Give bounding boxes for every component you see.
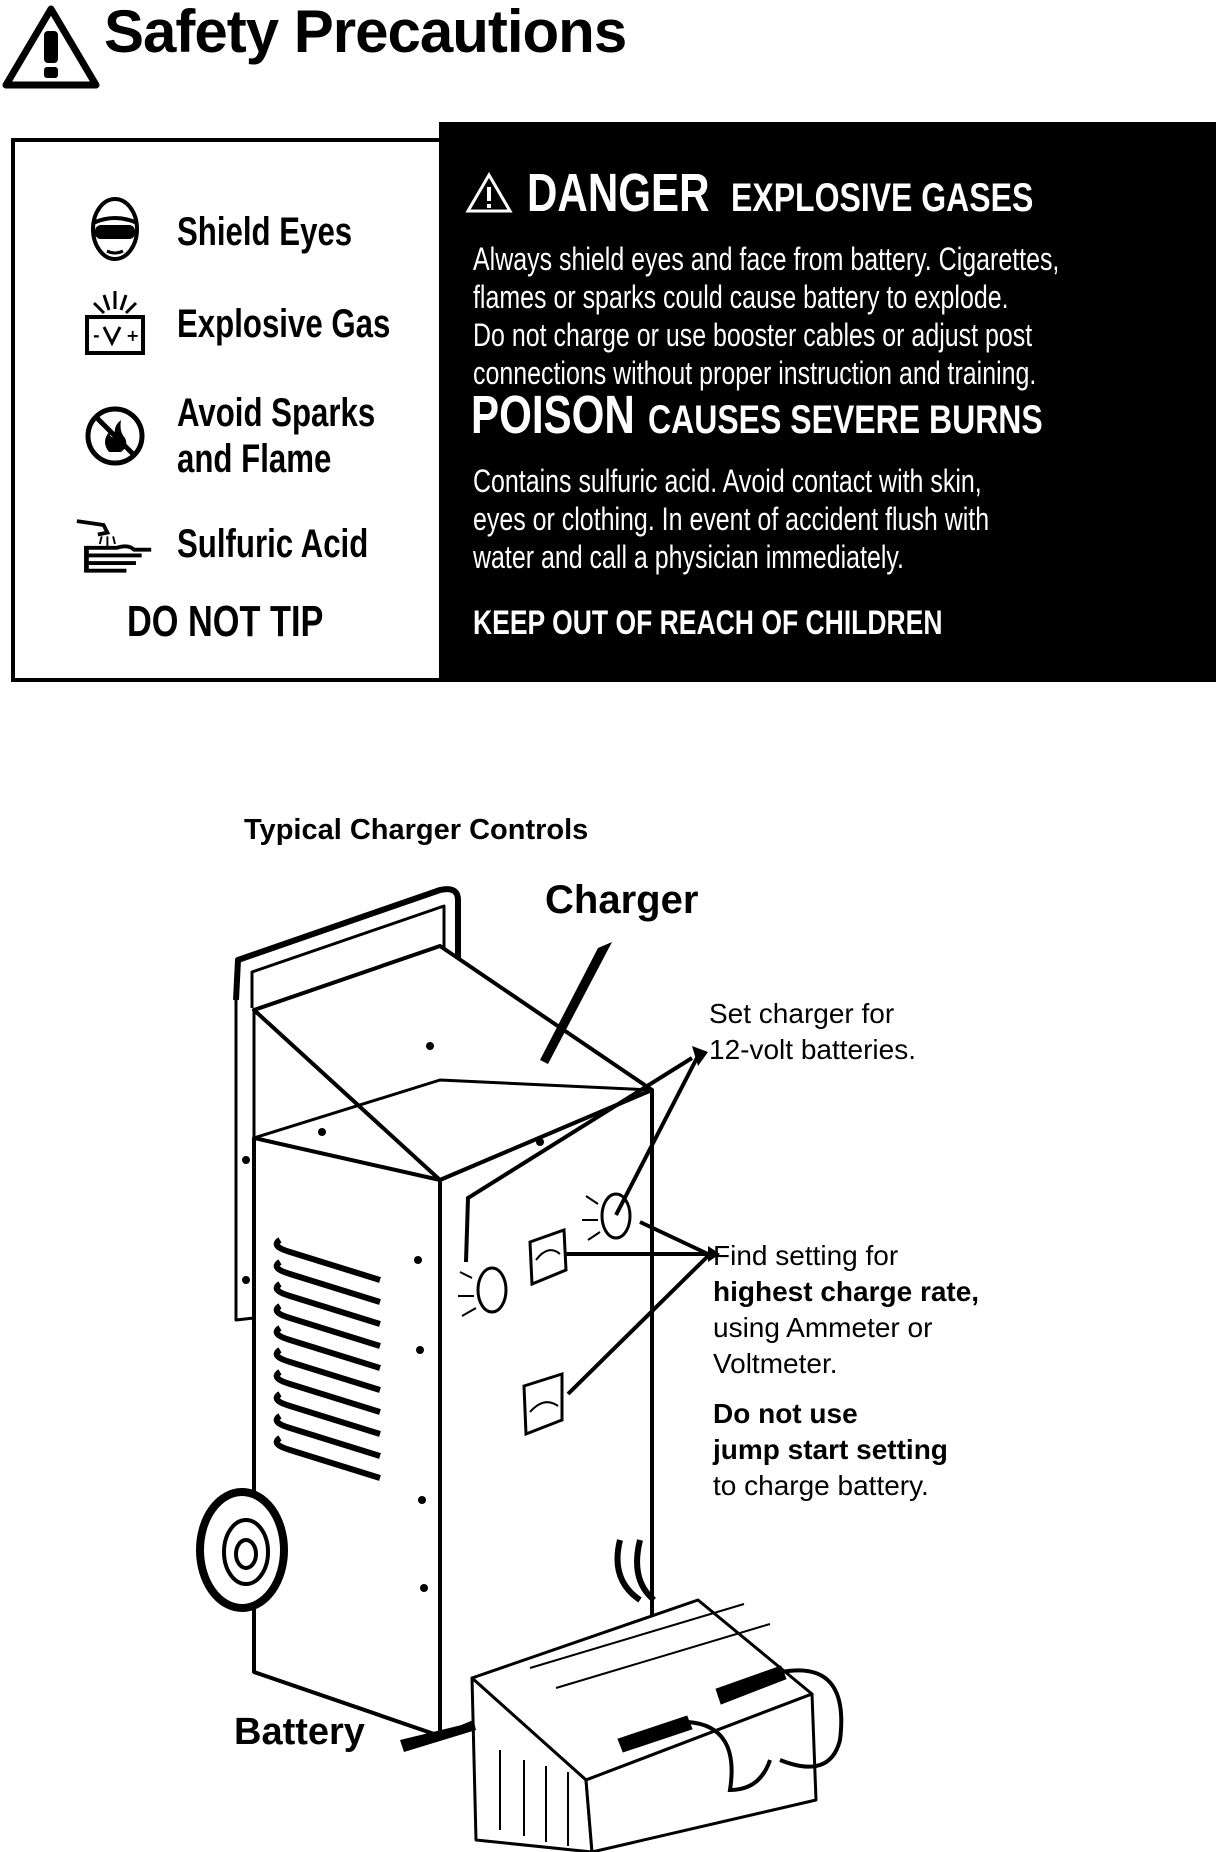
danger-line: Do not charge or use booster cables or a… [473,317,1033,353]
hazard-label-line: Avoid Sparks [177,391,376,435]
poison-line: water and call a physician immediately. [473,539,904,575]
hazard-label-line: and Flame [177,437,332,481]
danger-word: DANGER [527,163,710,223]
poison-word: POISON [471,385,635,445]
hazard-label: Shield Eyes [177,210,353,254]
face-shield-icon [75,192,155,272]
poison-line: eyes or clothing. In event of accident f… [473,501,990,537]
danger-line: connections without proper instruction a… [473,355,1037,391]
callout-charge-rate: Find setting for highest charge rate, us… [713,1238,979,1382]
hazard-label: Sulfuric Acid [177,522,369,566]
acid-hand-icon [75,504,155,584]
callout-line-emphasis: jump start setting [713,1434,948,1465]
hazard-icons-panel: Shield Eyes - + Explosive Gas [15,142,439,678]
battery-explosion-icon: - + [75,284,155,364]
warning-icon [2,5,100,89]
callout-line-emphasis: highest charge rate, [713,1276,980,1307]
callout-line: to charge battery. [713,1470,929,1501]
hazard-shield-eyes: Shield Eyes [75,192,402,272]
danger-text: Always shield eyes and face from battery… [473,240,1216,392]
warning-icon [465,172,513,213]
callout-voltage: Set charger for 12-volt batteries. [709,996,916,1068]
charger-illustration [196,886,844,1852]
do-not-tip-text: DO NOT TIP [127,597,324,646]
hazard-avoid-sparks: Avoid Sparks and Flame [75,390,431,482]
callout-line: Voltmeter. [713,1348,838,1379]
poison-line: Contains sulfuric acid. Avoid contact wi… [473,463,982,499]
figure-caption: Typical Charger Controls [244,814,589,846]
callout-jump-start: Do not use jump start setting to charge … [713,1396,948,1504]
no-flame-icon [75,396,155,476]
poison-text: Contains sulfuric acid. Avoid contact wi… [473,462,1216,576]
hazard-sulfuric-acid: Sulfuric Acid [75,504,422,584]
callout-line-emphasis: Do not use [713,1398,858,1429]
poison-heading: POISON CAUSES SEVERE BURNS [471,384,1141,446]
safety-label: Shield Eyes - + Explosive Gas [11,122,1216,682]
danger-subtitle: EXPLOSIVE GASES [731,176,1034,220]
callout-line: using Ammeter or [713,1312,933,1343]
danger-line: Always shield eyes and face from battery… [473,241,1060,277]
danger-line: flames or sparks could cause battery to … [473,279,1009,315]
danger-heading: DANGER EXPLOSIVE GASES [465,162,1109,224]
poison-subtitle: CAUSES SEVERE BURNS [647,398,1043,442]
charger-label: Charger [545,878,699,922]
hazard-label: Explosive Gas [177,302,391,346]
page-title: Safety Precautions [104,0,627,65]
callout-line: 12-volt batteries. [709,1034,916,1065]
hazard-explosive-gas: - + Explosive Gas [75,284,450,364]
svg-text:+: + [126,326,139,345]
page-header: Safety Precautions [0,0,760,95]
callout-line: Find setting for [713,1240,899,1271]
callout-line: Set charger for [709,998,895,1029]
danger-panel: DANGER EXPLOSIVE GASES Always shield eye… [439,122,1216,682]
svg-text:-: - [93,326,100,345]
battery-label: Battery [234,1711,365,1753]
hazard-label: Avoid Sparks and Flame [177,390,431,482]
keep-out-text: KEEP OUT OF REACH OF CHILDREN [473,604,943,642]
